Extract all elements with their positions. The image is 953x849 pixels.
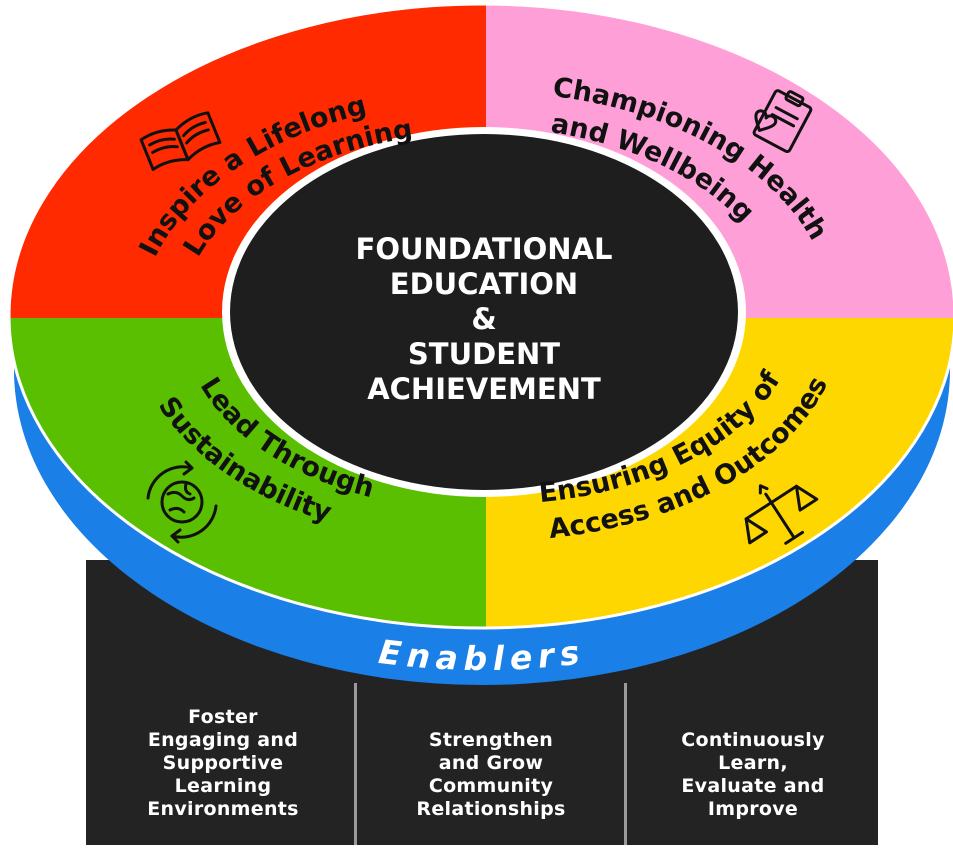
center-line-4: STUDENT [408,337,560,371]
enabler-continuously-line-2: Learn, [718,752,788,774]
enabler-strengthen-line-1: Strengthen [428,729,554,751]
wheel-outline [7,2,953,630]
enabler-foster-line-1: Foster [188,706,258,728]
enabler-strengthen-line-2: and Grow [438,752,544,774]
enabler-continuously-line-4: Improve [707,798,799,820]
enabler-foster-line-2: Engaging and [147,729,299,751]
enabler-divider-2 [624,683,627,845]
enabler-foster-line-5: Environments [147,798,299,820]
enabler-strengthen-line-4: Relationships [416,798,566,820]
center-line-1: FOUNDATIONAL [356,232,613,266]
enabler-foster-line-4: Learning [174,775,272,797]
center-line-5: ACHIEVEMENT [367,372,601,406]
balance-scale-icon [744,484,819,545]
center-title: FOUNDATIONAL EDUCATION & STUDENT ACHIEVE… [356,232,613,406]
enabler-divider-1 [354,683,357,845]
enablers-title: Enablers [377,632,588,678]
enabler-foster-line-3: Supportive [162,752,284,774]
clipboard-heart-icon [752,89,813,154]
enabler-continuously-line-3: Evaluate and [681,775,825,797]
enabler-strengthen-line-3: Community [428,775,554,797]
enabler-continuously-line-1: Continuously [681,729,825,751]
enabler-strengthen: Strengthen and Grow Community Relationsh… [362,729,620,821]
center-line-2: EDUCATION [390,267,578,301]
enabler-continuously: Continuously Learn, Evaluate and Improve [632,729,874,821]
open-book-icon [139,111,222,171]
center-circle [230,134,738,490]
recycle-globe-icon [146,460,218,544]
enabler-foster: Foster Engaging and Supportive Learning … [96,706,350,821]
center-line-3: & [471,302,496,336]
